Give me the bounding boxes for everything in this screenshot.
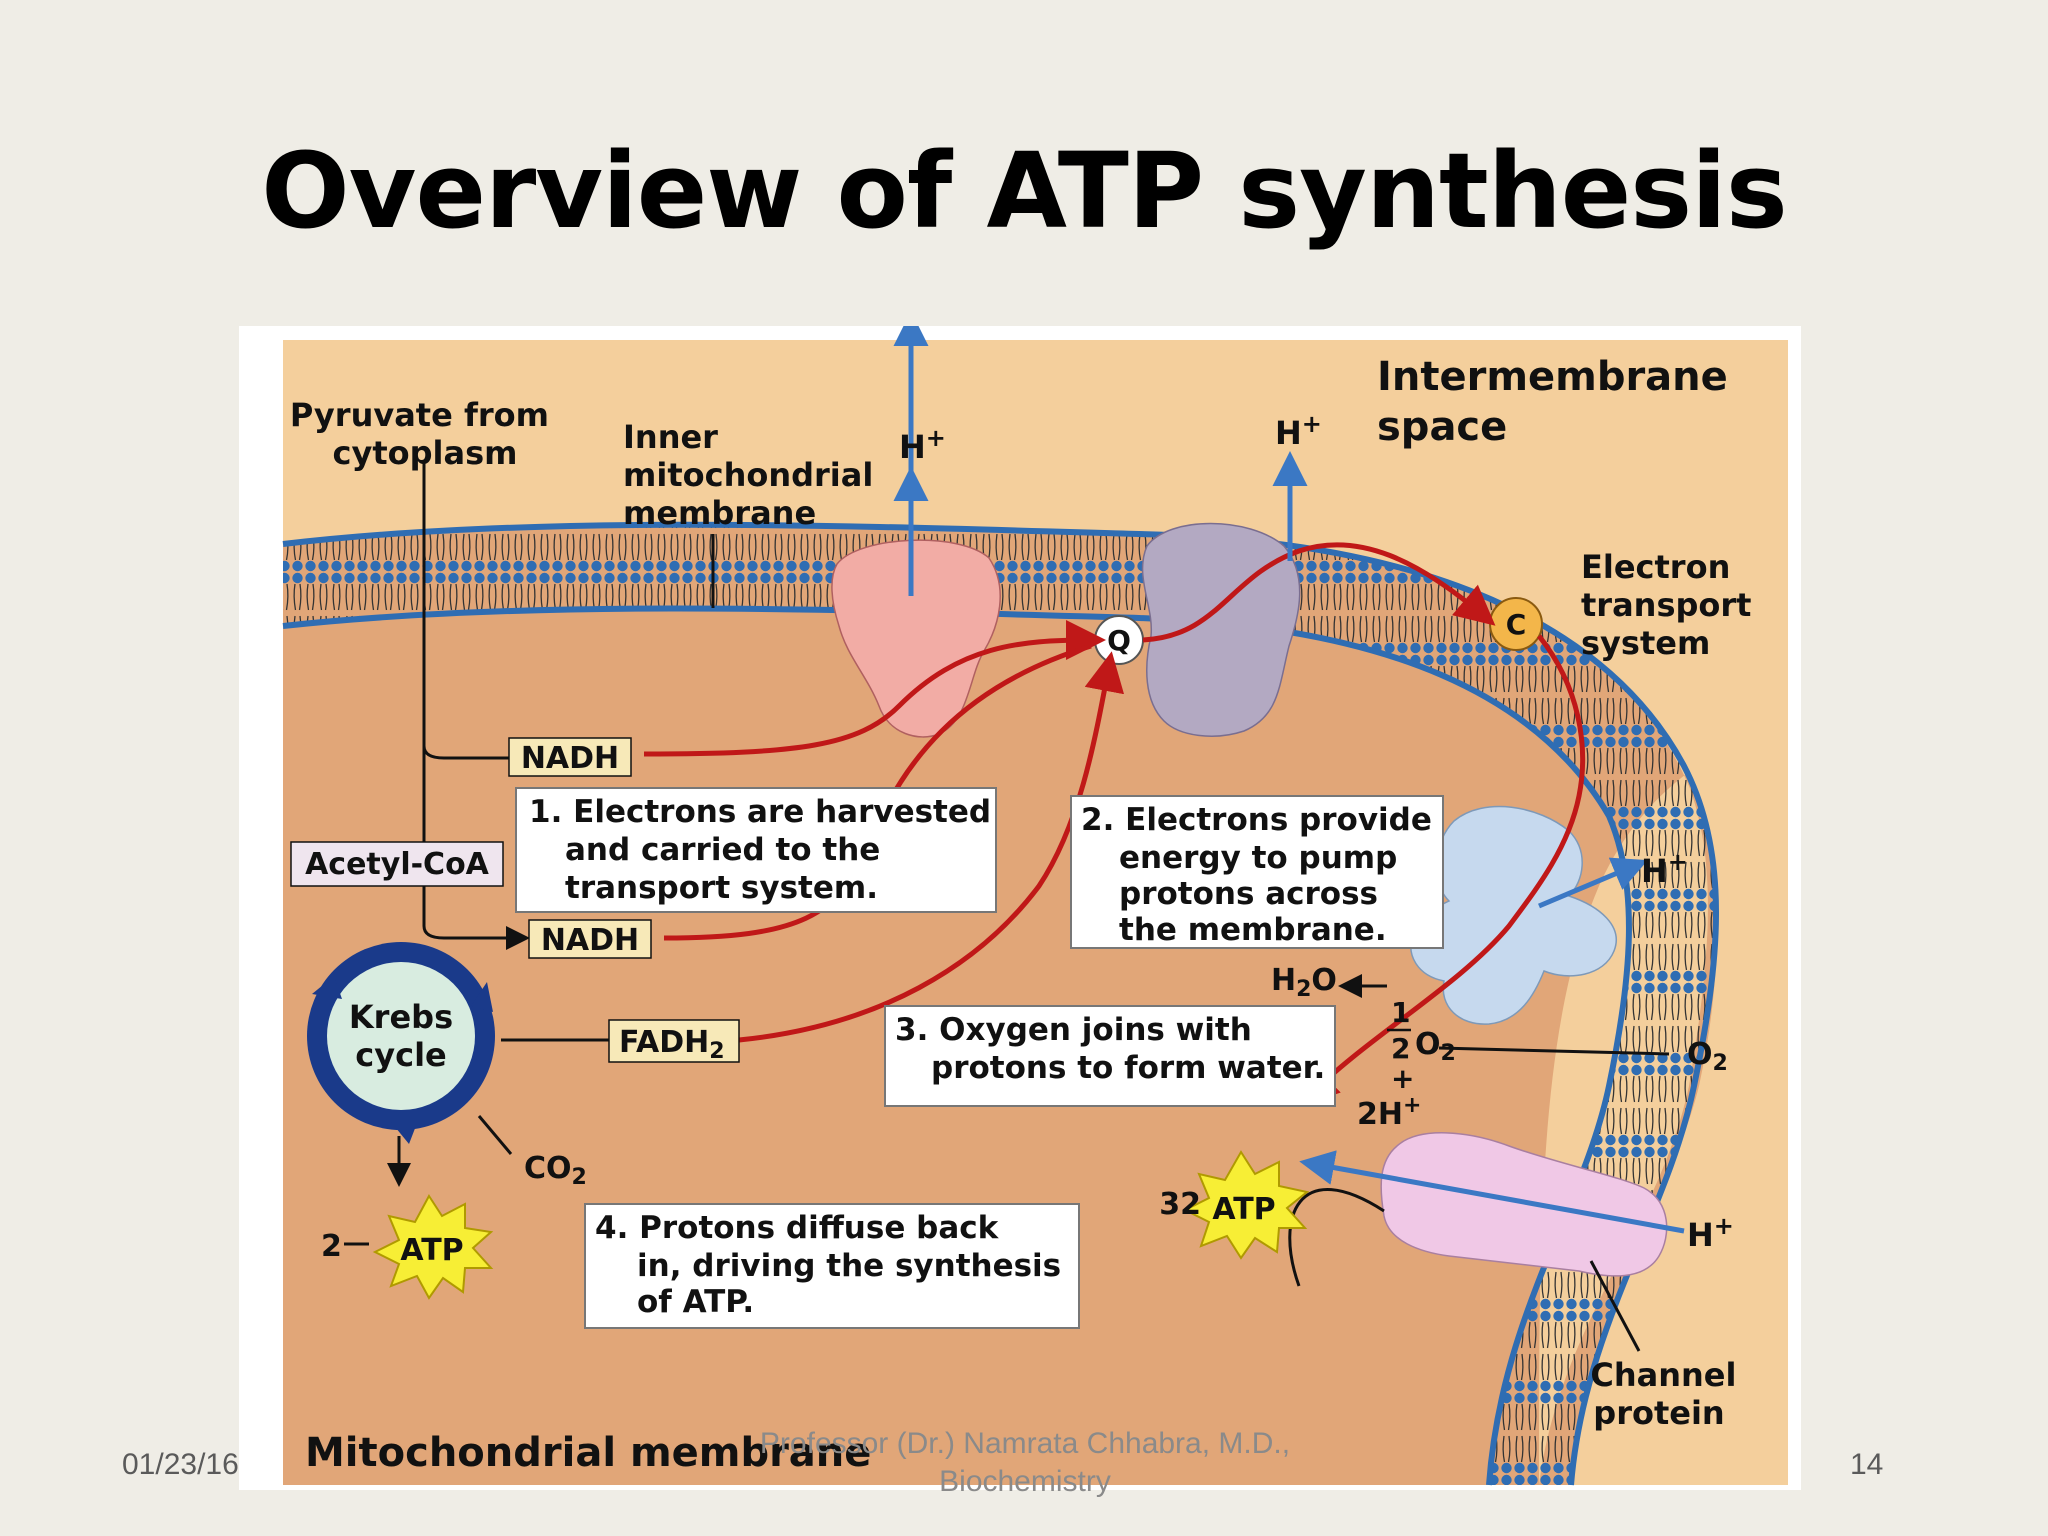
co2-label: CO2 bbox=[524, 1151, 587, 1190]
atp-label-krebs: ATP bbox=[400, 1233, 463, 1268]
electron-path-fadh2 bbox=[738, 651, 1125, 1043]
krebs-co2-line bbox=[477, 1115, 513, 1155]
footer-author-line-1: Professor (Dr.) Namrata Chhabra, M.D., bbox=[759, 1427, 1291, 1460]
acetyl-nadh-line bbox=[422, 746, 530, 950]
synthase-atp-arc bbox=[1288, 1188, 1385, 1287]
channel-label-line bbox=[1589, 1260, 1641, 1352]
half-denominator: 2 bbox=[1391, 1032, 1410, 1065]
atp-count-synthase: 32 bbox=[1159, 1187, 1201, 1222]
ets-label: Electron transport system bbox=[1581, 548, 1763, 662]
h-plus-label-2: H+ bbox=[1275, 410, 1322, 452]
pyruvate-label: Pyruvate from cytoplasm bbox=[290, 396, 560, 472]
step1-box bbox=[515, 787, 997, 913]
c-label: C bbox=[1506, 608, 1527, 641]
atp-star-krebs bbox=[372, 1194, 494, 1300]
atp-synthesis-diagram: Q C Krebs cycle ATP ATP 2 32 NADH Acetyl… bbox=[282, 326, 1788, 1486]
diagram-frame: Q C Krebs cycle ATP ATP 2 32 NADH Acetyl… bbox=[239, 326, 1801, 1490]
step2-box bbox=[1070, 795, 1444, 949]
nadh-box-2 bbox=[528, 919, 652, 959]
h-plus-label-4: H+ bbox=[1687, 1212, 1734, 1254]
q-label: Q bbox=[1107, 624, 1131, 657]
electron-path-nadh-1 bbox=[643, 620, 1106, 757]
krebs-label-2: cycle bbox=[355, 1036, 446, 1074]
atp-star-synthase bbox=[1182, 1150, 1310, 1260]
atp-label-synthase: ATP bbox=[1212, 1192, 1275, 1227]
step1-text: 1. Electrons are harvested and carried t… bbox=[529, 794, 1002, 906]
intermembrane-space-label: Intermembrane space bbox=[1377, 354, 1742, 450]
nadh-label-2: NADH bbox=[541, 923, 639, 958]
o2-label: O2 bbox=[1687, 1037, 1728, 1076]
slide-title: Overview of ATP synthesis bbox=[261, 130, 1787, 252]
krebs-cycle-center bbox=[327, 962, 475, 1110]
complex-3 bbox=[1141, 522, 1301, 737]
fadh2-box bbox=[608, 1019, 740, 1063]
h-plus-label-3: H+ bbox=[1641, 848, 1688, 890]
nadh-box-1 bbox=[508, 737, 632, 777]
krebs-label-1: Krebs bbox=[349, 998, 453, 1036]
h2o-label: H2O bbox=[1271, 963, 1337, 1002]
o2-line bbox=[1438, 1046, 1670, 1056]
proton-arrow-synthase bbox=[1299, 1150, 1685, 1234]
half-numerator: 1 bbox=[1391, 996, 1410, 1029]
step2-text: 2. Electrons provide energy to pump prot… bbox=[1081, 802, 1443, 948]
step4-box bbox=[584, 1203, 1080, 1329]
channel-protein-label: Channel protein bbox=[1590, 1356, 1747, 1432]
inner-membrane-band bbox=[283, 524, 1717, 1485]
nadh-label-1: NADH bbox=[521, 741, 619, 776]
footer-author: Professor (Dr.) Namrata Chhabra, M.D., B… bbox=[640, 1425, 1410, 1501]
step3-text: 3. Oxygen joins with protons to form wat… bbox=[895, 1012, 1325, 1086]
atp-count-krebs: 2 bbox=[321, 1229, 342, 1264]
acetyl-coa-box bbox=[290, 841, 504, 887]
plus-sign: + bbox=[1391, 1062, 1414, 1095]
intermembrane-space-fill bbox=[283, 340, 1788, 1485]
step3-box bbox=[884, 1005, 1336, 1107]
electron-path-q-to-c bbox=[1142, 542, 1496, 643]
electron-path-c-to-o2 bbox=[1298, 634, 1586, 1107]
half-o2-label: O2 bbox=[1415, 1027, 1456, 1066]
footer-author-line-2: Biochemistry bbox=[939, 1465, 1111, 1498]
h-plus-label-1: H+ bbox=[899, 424, 946, 466]
mitochondrial-membrane-label: Mitochondrial membrane bbox=[305, 1430, 871, 1476]
acetyl-coa-label: Acetyl-CoA bbox=[305, 847, 490, 882]
fadh2-label: FADH2 bbox=[619, 1025, 725, 1064]
inner-membrane-label: Inner mitochondrial membrane bbox=[623, 418, 884, 532]
step4-text: 4. Protons diffuse back in, driving the … bbox=[595, 1210, 1072, 1320]
two-h-plus-label: 2H+ bbox=[1357, 1093, 1421, 1132]
proton-arrow-3 bbox=[1538, 857, 1648, 909]
page-number: 14 bbox=[1850, 1448, 1884, 1481]
footer-date: 01/23/16 bbox=[122, 1448, 239, 1481]
